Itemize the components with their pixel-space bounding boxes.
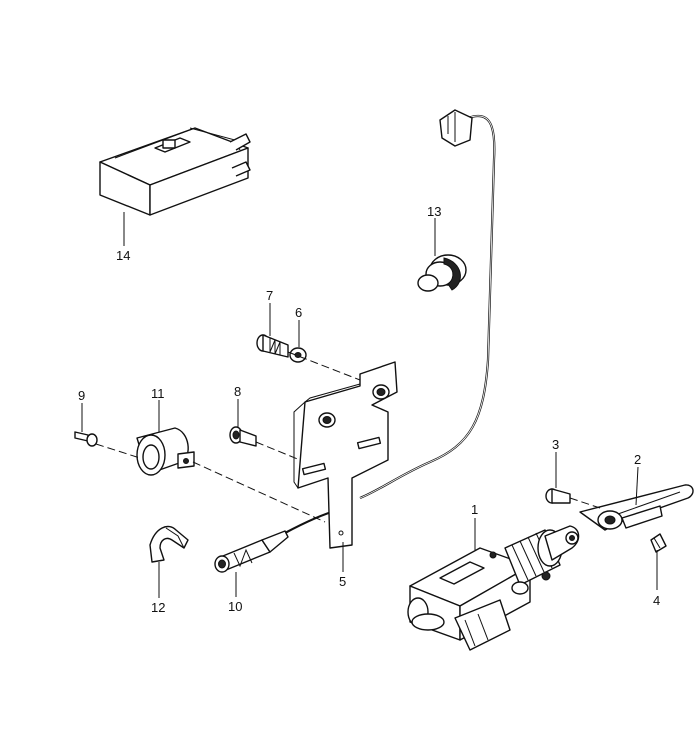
part-2-lever[interactable]	[579, 484, 694, 531]
callout-14: 14	[116, 248, 130, 263]
callout-1: 1	[471, 502, 478, 517]
callout-10: 10	[228, 599, 242, 614]
callout-12: 12	[151, 600, 165, 615]
callout-13: 13	[427, 204, 441, 219]
part-8-screw[interactable]	[229, 426, 257, 447]
part-4-clip[interactable]	[650, 533, 667, 553]
callout-7: 7	[266, 288, 273, 303]
cable-connector	[439, 109, 473, 147]
callouts: 1 2 3 4 5 6 7 8 9 10 11 12 13 14	[78, 204, 660, 615]
part-14-control-unit[interactable]	[99, 127, 251, 216]
part-6-nut[interactable]	[289, 347, 307, 363]
part-9-screw[interactable]	[74, 431, 98, 447]
assembly-lines	[95, 351, 601, 523]
callout-2: 2	[634, 452, 641, 467]
part-5-bracket[interactable]	[293, 361, 398, 549]
part-11-clamp[interactable]	[136, 427, 195, 476]
part-3-bolt[interactable]	[545, 488, 571, 504]
callout-3: 3	[552, 437, 559, 452]
part-13-grommet[interactable]	[417, 254, 467, 292]
callout-9: 9	[78, 388, 85, 403]
callout-8: 8	[234, 384, 241, 399]
callout-6: 6	[295, 305, 302, 320]
callout-5: 5	[339, 574, 346, 589]
part-1-actuator[interactable]	[407, 525, 580, 651]
part-10-sleeve[interactable]	[214, 530, 289, 573]
leader-lines	[81, 212, 658, 598]
callout-4: 4	[653, 593, 660, 608]
part-7-bolt[interactable]	[256, 334, 289, 358]
part-12-clip[interactable]	[149, 525, 189, 563]
callout-11: 11	[151, 386, 165, 401]
